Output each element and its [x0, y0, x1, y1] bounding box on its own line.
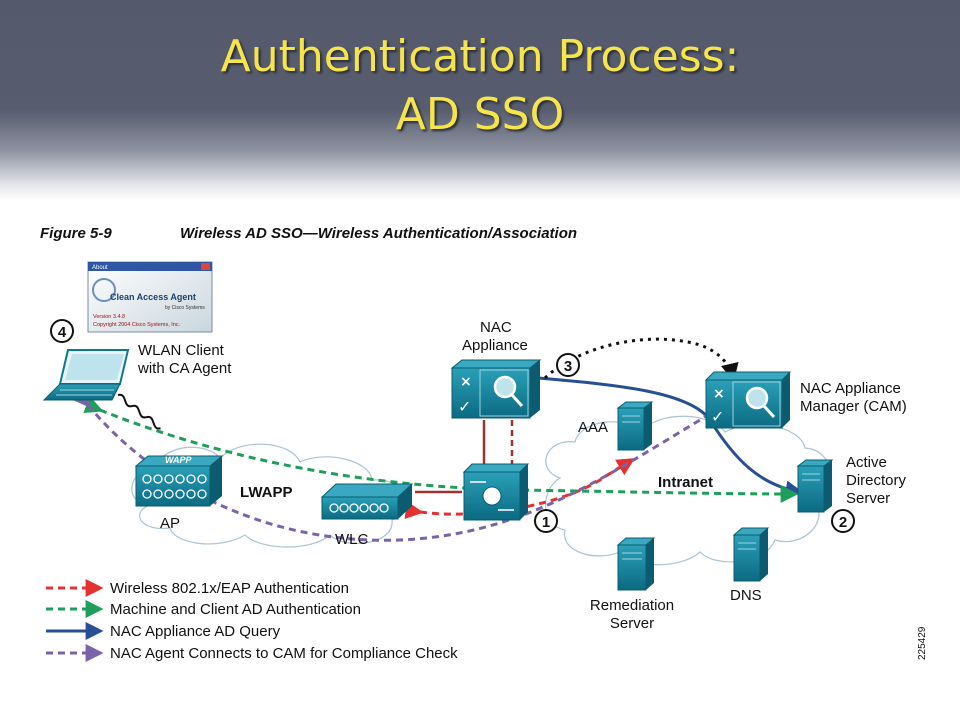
svg-text:2: 2	[839, 514, 847, 531]
lwapp-label: LWAPP	[240, 484, 293, 501]
legend-item-ad-query: NAC Appliance AD Query	[46, 622, 281, 640]
nac-appliance-label-2: Appliance	[462, 337, 528, 354]
svg-text:1: 1	[542, 514, 550, 531]
slide-header: Authentication Process: AD SSO	[0, 0, 960, 200]
nac-appliance-icon: × ✓	[450, 359, 542, 419]
nac-manager-label-1: NAC Appliance	[800, 380, 901, 397]
figure-number: Figure 5-9	[40, 225, 112, 242]
svg-text:3: 3	[564, 358, 572, 375]
agent-product-name: Clean Access Agent	[110, 292, 196, 302]
svg-text:×: ×	[460, 374, 472, 390]
slide-title-line-2: AD SSO	[395, 89, 565, 140]
nac-manager-icon: × ✓	[704, 371, 792, 429]
step-badge-1: 1	[534, 509, 558, 533]
step-badge-2: 2	[831, 509, 855, 533]
aaa-label: AAA	[578, 419, 608, 436]
svg-text:✓: ✓	[711, 407, 724, 426]
legend-item-ad-auth: Machine and Client AD Authentication	[46, 600, 361, 618]
aaa-server-icon	[616, 401, 654, 451]
dns-server-icon	[732, 527, 770, 582]
wlan-client-label-1: WLAN Client	[138, 342, 225, 359]
ad-label-1: Active	[846, 454, 887, 471]
core-switch-icon	[462, 463, 530, 521]
slide-title-line-1: Authentication Process:	[220, 31, 740, 82]
ad-label-3: Server	[846, 490, 890, 507]
wlan-client-label-2: with CA Agent	[137, 360, 232, 377]
step-badge-4: 4	[50, 319, 74, 343]
nac-appliance-label-1: NAC	[480, 319, 512, 336]
svg-text:4: 4	[58, 324, 67, 341]
legend-label-compliance: NAC Agent Connects to CAM for Compliance…	[110, 645, 458, 662]
agent-vendor: by Cisco Systems	[165, 305, 205, 311]
agent-window-titlebar: About	[92, 265, 108, 271]
agent-logo-icon	[92, 278, 116, 302]
intranet-label: Intranet	[658, 474, 713, 491]
nac-manager-label-2: Manager (CAM)	[800, 398, 907, 415]
legend-label-ad-query: NAC Appliance AD Query	[110, 623, 281, 640]
remediation-server-icon	[616, 537, 656, 591]
access-point-icon: WAPP	[134, 455, 224, 507]
ap-brand-label: WAPP	[165, 455, 193, 465]
remediation-label-2: Server	[610, 615, 654, 632]
svg-text:×: ×	[713, 386, 725, 402]
figure-caption: Wireless AD SSO—Wireless Authentication/…	[180, 225, 577, 242]
dns-label: DNS	[730, 587, 762, 604]
laptop-icon	[42, 349, 130, 401]
ad-label-2: Directory	[846, 472, 907, 489]
ad-server-icon	[796, 459, 834, 513]
legend: Wireless 802.1x/EAP Authentication Machi…	[46, 579, 458, 662]
ap-label: AP	[160, 515, 180, 532]
legend-label-ad-auth: Machine and Client AD Authentication	[110, 601, 361, 618]
legend-item-compliance: NAC Agent Connects to CAM for Compliance…	[46, 644, 458, 662]
legend-label-eap: Wireless 802.1x/EAP Authentication	[110, 580, 349, 597]
figure-id-number: 225429	[917, 626, 928, 660]
wlc-label: WLC	[335, 531, 369, 548]
svg-text:✓: ✓	[458, 397, 471, 416]
wlc-icon	[320, 483, 414, 520]
wireless-link-icon	[117, 393, 161, 430]
legend-item-eap: Wireless 802.1x/EAP Authentication	[46, 579, 349, 597]
remediation-label-1: Remediation	[590, 597, 674, 614]
agent-version: Version 3.4.8	[93, 314, 125, 320]
step-badge-3: 3	[556, 353, 580, 377]
clean-access-agent-window: About Clean Access Agent by Cisco System…	[87, 261, 213, 333]
agent-copyright: Copyright 2004 Cisco Systems, Inc.	[93, 322, 181, 328]
